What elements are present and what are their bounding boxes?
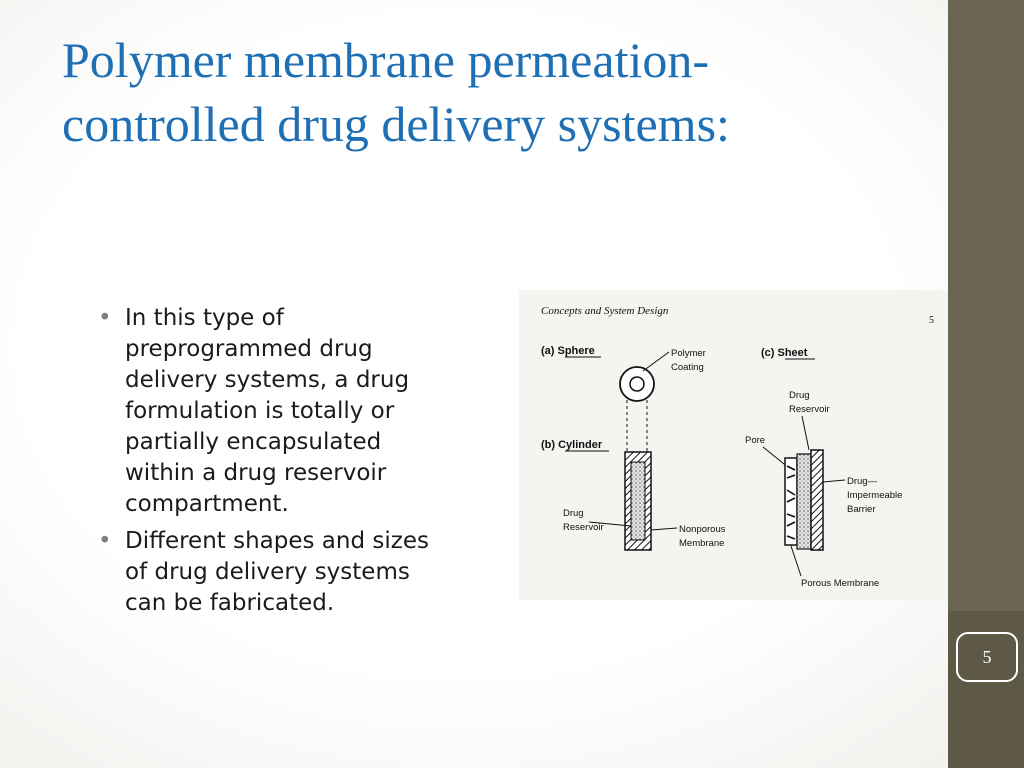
cylinder-reservoir-icon bbox=[630, 461, 646, 541]
page-number-badge bbox=[956, 632, 1018, 682]
label-drug-reservoir: Reservoir bbox=[563, 522, 604, 533]
impermeable-barrier-icon bbox=[810, 449, 824, 551]
figure-header: Concepts and System Design bbox=[541, 305, 669, 317]
label-cylinder: (b) Cylinder bbox=[541, 439, 603, 451]
title-line: Polymer membrane permeation- bbox=[62, 32, 709, 88]
system-design-figure: Concepts and System Design 5 (a) Sphere … bbox=[519, 290, 948, 600]
label-barrier: Impermeable bbox=[847, 490, 902, 501]
bullet-line: In this type of bbox=[125, 305, 284, 331]
leader-line bbox=[650, 527, 678, 531]
leader-line bbox=[790, 545, 802, 577]
sheet-reservoir-icon bbox=[796, 453, 812, 550]
bullet-line: within a drug reservoir bbox=[125, 460, 387, 486]
bullet-line: of drug delivery systems bbox=[125, 559, 410, 585]
label-polymer-coating: Coating bbox=[671, 362, 704, 373]
label-sheet: (c) Sheet bbox=[761, 347, 808, 359]
label-sheet-reservoir: Reservoir bbox=[789, 404, 830, 415]
bullet-item: In this type of preprogrammed drug deliv… bbox=[98, 303, 508, 520]
leader-line bbox=[642, 351, 670, 372]
pore-marks bbox=[786, 465, 796, 540]
label-polymer-coating: Polymer bbox=[671, 348, 706, 359]
figure-page-ref: 5 bbox=[929, 315, 934, 326]
bullet-line: partially encapsulated bbox=[125, 429, 382, 455]
title-line: controlled drug delivery systems: bbox=[62, 96, 730, 152]
slide-title: Polymer membrane permeation- controlled … bbox=[62, 28, 942, 156]
leader-line bbox=[801, 415, 810, 451]
label-porous-membrane: Porous Membrane bbox=[801, 578, 879, 589]
label-sphere: (a) Sphere bbox=[541, 345, 595, 357]
label-drug-reservoir: Drug bbox=[563, 508, 584, 519]
bullet-line: delivery systems, a drug bbox=[125, 367, 410, 393]
system-design-diagram: Concepts and System Design 5 (a) Sphere … bbox=[541, 305, 934, 589]
bullet-line: formulation is totally or bbox=[125, 398, 395, 424]
bullet-line: preprogrammed drug bbox=[125, 336, 373, 362]
bullet-line: can be fabricated. bbox=[125, 590, 335, 616]
bullet-item: Different shapes and sizes of drug deliv… bbox=[98, 526, 508, 619]
leader-line bbox=[588, 521, 632, 527]
page-number: 5 bbox=[982, 647, 992, 667]
label-barrier: Drug— bbox=[847, 476, 878, 487]
label-nonporous-membrane: Nonporous bbox=[679, 524, 726, 535]
label-barrier: Barrier bbox=[847, 504, 876, 515]
sphere-core-icon bbox=[629, 376, 645, 392]
bullet-list: In this type of preprogrammed drug deliv… bbox=[98, 303, 508, 625]
bullet-line: compartment. bbox=[125, 491, 289, 517]
leader-line bbox=[822, 479, 846, 483]
label-nonporous-membrane: Membrane bbox=[679, 538, 724, 549]
label-sheet-reservoir: Drug bbox=[789, 390, 810, 401]
label-pore: Pore bbox=[745, 435, 765, 446]
bullet-line: Different shapes and sizes bbox=[125, 528, 429, 554]
